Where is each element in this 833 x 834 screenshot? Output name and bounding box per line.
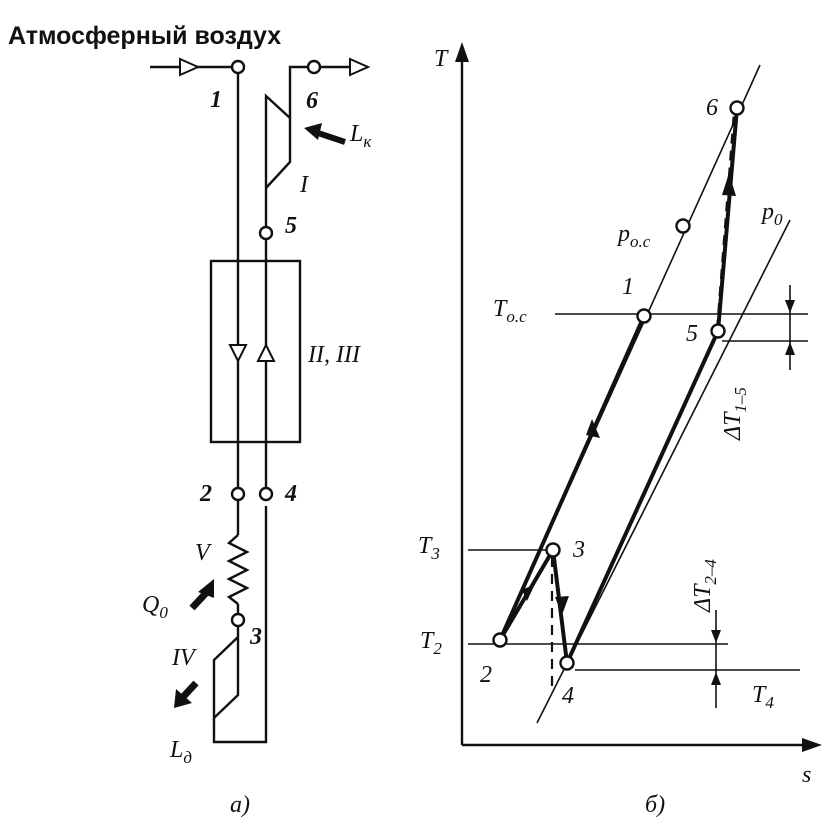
label-T2: T2 — [420, 628, 442, 658]
process-4-5 — [565, 330, 720, 664]
expander-IV — [212, 636, 240, 721]
heat-arrow — [189, 590, 209, 611]
point-5 — [710, 323, 726, 339]
unit-label-II-III: II, III — [307, 342, 361, 368]
process-1-2 — [498, 315, 646, 641]
point-label-1: 1 — [622, 274, 634, 300]
point-1 — [636, 308, 652, 324]
process-5-6 — [716, 107, 739, 332]
label-T-env: Tо.с — [493, 296, 527, 326]
pipe-expander-4 — [212, 506, 268, 744]
heat-arrowhead-icon — [198, 579, 214, 598]
outlet-arrow-icon — [349, 57, 371, 77]
unit-label-I: I — [299, 172, 309, 198]
point-4 — [559, 655, 575, 671]
ts-diagram: T s — [418, 42, 822, 818]
schema-label-6: 6 — [306, 88, 318, 114]
schema-node-2 — [230, 486, 246, 502]
x-axis-label: s — [802, 762, 811, 788]
schema-node-6 — [306, 59, 322, 75]
dim-arrow-dT15-top-icon — [785, 300, 795, 313]
label-T3: T3 — [418, 533, 440, 563]
schema-label-3: 3 — [249, 624, 262, 650]
point-3 — [545, 542, 561, 558]
label-p0: p0 — [760, 199, 783, 229]
up-flow-arrow-icon — [256, 342, 276, 362]
compressor-work-arrowhead-icon — [304, 123, 322, 140]
point-6 — [729, 100, 745, 116]
pipe-compressor-6 — [288, 65, 307, 118]
schema-title: Атмосферный воздух — [8, 22, 281, 50]
compressor-work-label: Lк — [349, 121, 372, 151]
point-label-5: 5 — [686, 321, 698, 347]
point-2 — [492, 632, 508, 648]
expander-work-label: Lд — [169, 737, 192, 767]
expander-work-arrow — [180, 680, 199, 700]
schema-node-1 — [230, 59, 246, 75]
dim-arrow-dT24-bottom-icon — [711, 672, 721, 685]
point-label-3: 3 — [572, 537, 585, 563]
schema-label-5: 5 — [285, 213, 297, 239]
point-label-6: 6 — [706, 95, 718, 121]
point-p-env — [675, 218, 691, 234]
label-dT15: ΔT1–5 — [720, 387, 750, 441]
y-axis-arrow-icon — [455, 42, 469, 62]
dim-arrow-dT24-top-icon — [711, 630, 721, 643]
dashed-isentrope-5 — [715, 111, 736, 331]
process-3-4-arrow-icon — [555, 596, 569, 615]
point-label-2: 2 — [480, 662, 492, 688]
process-schematic: Атмосферный воздух — [8, 22, 372, 818]
point-label-4: 4 — [562, 683, 574, 709]
dim-arrow-dT15-bottom-icon — [785, 342, 795, 355]
schema-label-4: 4 — [284, 481, 297, 507]
x-axis-arrow-icon — [802, 738, 822, 752]
schema-node-4 — [258, 486, 274, 502]
schema-label-2: 2 — [199, 481, 212, 507]
ts-caption: б) — [645, 792, 665, 818]
label-T4: T4 — [752, 682, 774, 712]
expander-work-arrowhead-icon — [174, 689, 192, 708]
down-flow-arrow-icon — [228, 344, 248, 364]
label-p-env: pо.с — [616, 221, 651, 251]
compressor-I — [264, 93, 292, 189]
schema-label-1: 1 — [210, 87, 222, 113]
heat-label: Q0 — [142, 592, 168, 622]
schema-node-5 — [258, 225, 274, 241]
schema-node-3 — [230, 612, 246, 628]
heat-exchanger-II-III — [209, 259, 302, 444]
y-axis-label: T — [434, 46, 449, 72]
process-1-2-arrow-icon — [586, 419, 600, 438]
unit-label-IV: IV — [171, 645, 197, 671]
label-dT24: ΔT2–4 — [690, 559, 720, 613]
unit-label-V: V — [195, 540, 212, 566]
process-2-3-arrow-icon — [522, 584, 535, 601]
cooler-V — [226, 534, 250, 605]
schema-caption: а) — [230, 792, 250, 818]
compressor-work-arrow — [314, 129, 346, 145]
inlet-arrow-icon — [179, 57, 201, 77]
